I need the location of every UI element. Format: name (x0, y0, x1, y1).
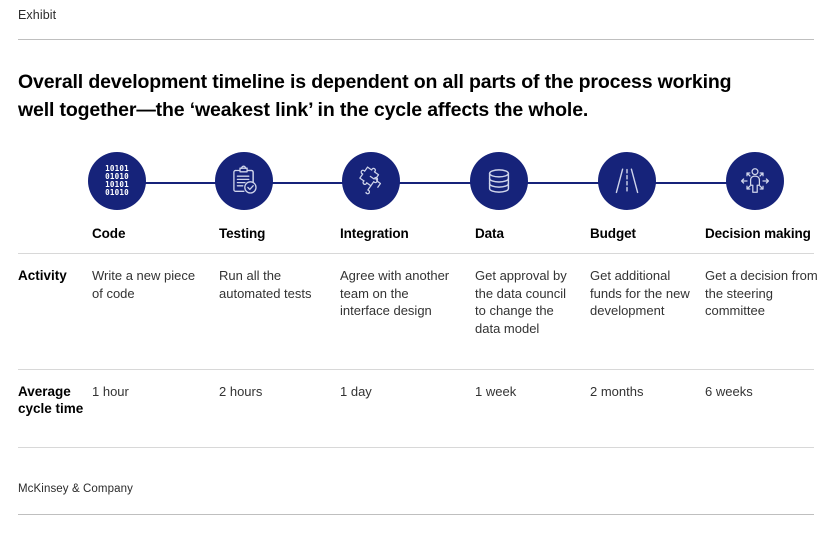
activity-cell-code: Write a new piece of code (92, 268, 196, 301)
divider-above-cycle-time (18, 369, 814, 370)
cycle-time-cell-code: 1 hour (92, 384, 129, 399)
divider-top (18, 39, 814, 40)
timeline-node-integration (342, 152, 400, 210)
timeline-node-testing (215, 152, 273, 210)
stage-label-data: Data (475, 226, 504, 241)
timeline-connector-line (117, 182, 783, 184)
timeline-node-decision-making (726, 152, 784, 210)
activity-cell-testing: Run all the automated tests (219, 268, 312, 301)
activity-cell-integration: Agree with another team on the interface… (340, 268, 450, 318)
binary-code-icon: 10101 01010 10101 01010 (105, 163, 129, 198)
cycle-time-cell-testing: 2 hours (219, 384, 263, 399)
puzzle-pieces-icon (354, 164, 388, 198)
page-title-line-2: well together—the ‘weakest link’ in the … (18, 99, 589, 121)
stage-label-integration: Integration (340, 226, 409, 241)
stage-label-testing: Testing (219, 226, 266, 241)
footer-attribution: McKinsey & Company (18, 483, 133, 495)
cycle-time-cell-decision-making: 6 weeks (705, 384, 753, 399)
road-icon (611, 165, 643, 197)
stage-label-budget: Budget (590, 226, 636, 241)
timeline-node-budget (598, 152, 656, 210)
stage-label-row: Code Testing Integration Data Budget Dec… (0, 226, 832, 246)
stage-label-decision-making: Decision making (705, 226, 811, 241)
page-title: Overall development timeline is dependen… (18, 68, 818, 124)
stage-label-code: Code (92, 226, 126, 241)
process-timeline: 10101 01010 10101 01010 (88, 152, 812, 214)
row-heading-cycle-time: Average cycle time (18, 384, 84, 416)
exhibit-label: Exhibit (18, 8, 57, 22)
person-arrows-icon (738, 164, 772, 198)
divider-footer (18, 514, 814, 515)
row-heading-activity: Activity (18, 268, 67, 283)
cycle-time-cell-budget: 2 months (590, 384, 644, 399)
timeline-node-data (470, 152, 528, 210)
clipboard-check-icon (227, 164, 261, 198)
cycle-time-cell-data: 1 week (475, 384, 517, 399)
activity-cell-budget: Get additional funds for the new develop… (590, 268, 690, 318)
activity-cell-decision-making: Get a decision from the steering committ… (705, 268, 818, 318)
timeline-node-code: 10101 01010 10101 01010 (88, 152, 146, 210)
divider-below-cycle-time (18, 447, 814, 448)
database-icon (483, 165, 515, 197)
activity-cell-data: Get approval by the data council to chan… (475, 268, 567, 336)
page-title-line-1: Overall development timeline is dependen… (18, 71, 732, 93)
cycle-time-cell-integration: 1 day (340, 384, 372, 399)
divider-above-activity (18, 253, 814, 254)
